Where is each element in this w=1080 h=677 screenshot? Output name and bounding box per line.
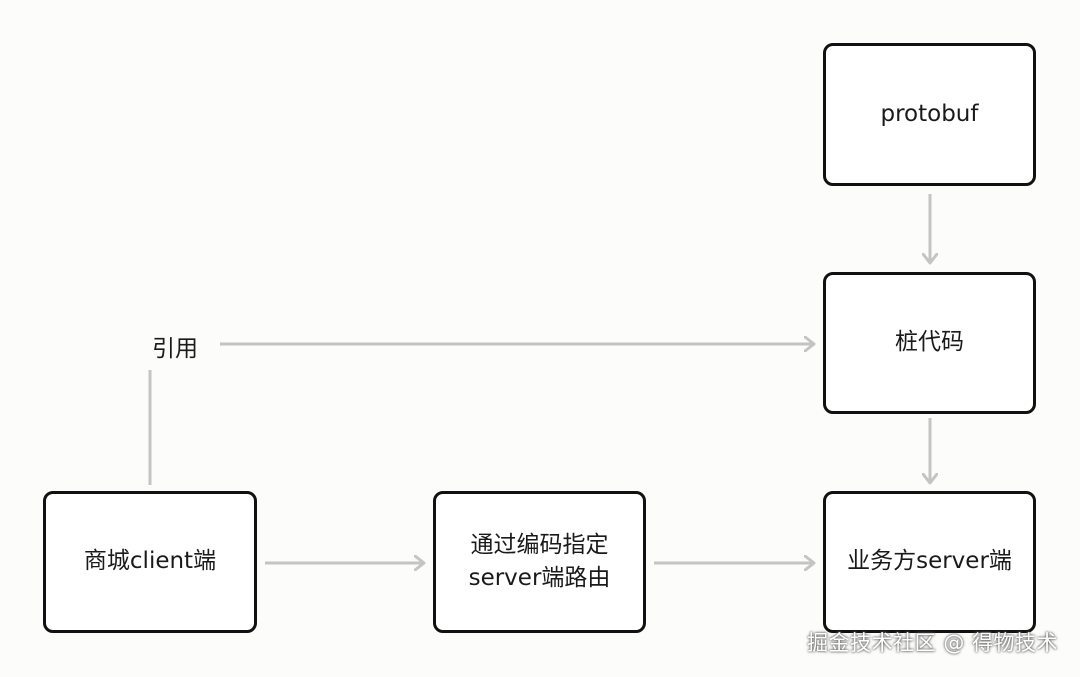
mall-client-node: 商城client端 bbox=[43, 491, 257, 633]
mall-client-label: 商城client端 bbox=[83, 548, 217, 575]
route-label: 通过编码指定 server端路由 bbox=[469, 529, 611, 596]
route-node: 通过编码指定 server端路由 bbox=[433, 491, 646, 633]
route-label-line2: server端路由 bbox=[468, 565, 611, 591]
stub-code-label: 桩代码 bbox=[895, 329, 964, 356]
protobuf-node: protobuf bbox=[823, 43, 1036, 186]
business-server-label: 业务方server端 bbox=[847, 548, 1012, 575]
business-server-node: 业务方server端 bbox=[823, 491, 1036, 633]
route-label-line1: 通过编码指定 bbox=[470, 531, 609, 558]
watermark: 掘金技术社区 @ 得物技术 bbox=[807, 631, 1058, 655]
reference-edge-label: 引用 bbox=[152, 336, 198, 362]
stub-code-node: 桩代码 bbox=[823, 272, 1036, 414]
protobuf-label: protobuf bbox=[880, 100, 979, 127]
